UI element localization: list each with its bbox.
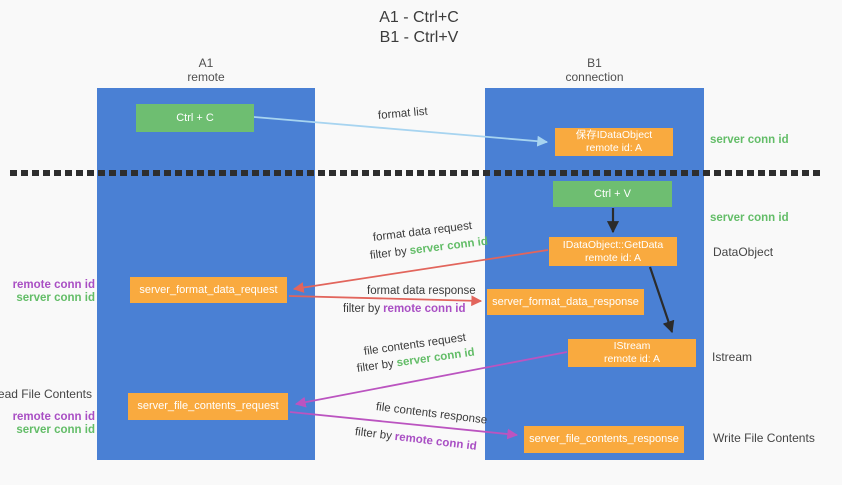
file-contents-response-label: file contents response xyxy=(375,401,488,427)
ctrl-v-box: Ctrl + V xyxy=(553,181,672,207)
left-label-remote-conn-id-1: remote conn id xyxy=(12,279,95,291)
server-format-data-request-label: server_format_data_request xyxy=(139,283,278,296)
server-file-contents-response-box: server_file_contents_response xyxy=(524,426,684,453)
getdata-line2: remote id: A xyxy=(584,251,642,264)
remote-conn-id-text-2: remote conn id xyxy=(394,430,478,453)
save-idataobject-line1: 保存IDataObject xyxy=(575,129,653,141)
ctrl-v-label: Ctrl + V xyxy=(594,187,631,200)
format-data-response-label: format data response xyxy=(367,285,476,297)
right-label-dataobject: DataObject xyxy=(713,245,774,259)
left-label-server-conn-id-2: server conn id xyxy=(16,424,95,436)
server-format-data-response-box: server_format_data_response xyxy=(487,289,644,315)
left-label-read-file-contents: Read File Contents xyxy=(0,387,92,401)
left-label-remote-conn-id-2: remote conn id xyxy=(12,411,95,423)
filter-by-text-1: filter by xyxy=(369,245,408,262)
save-idataobject-box: 保存IDataObject remote id: A xyxy=(555,128,673,156)
ctrl-c-label: Ctrl + C xyxy=(176,111,214,124)
istream-box: IStream remote id: A xyxy=(568,339,696,367)
getdata-line1: IDataObject::GetData xyxy=(562,238,664,251)
getdata-box: IDataObject::GetData remote id: A xyxy=(549,237,677,266)
diagram-title: A1 - Ctrl+C B1 - Ctrl+V xyxy=(319,8,519,48)
server-file-contents-request-label: server_file_contents_request xyxy=(137,400,279,412)
title-line-1: A1 - Ctrl+C xyxy=(379,9,459,26)
right-label-write-file-contents: Write File Contents xyxy=(713,431,815,445)
server-file-contents-request-box: server_file_contents_request xyxy=(128,393,288,420)
istream-line1: IStream xyxy=(613,340,651,352)
column-header-b1: B1 connection xyxy=(485,56,704,84)
b1-name: B1 xyxy=(587,56,602,70)
save-idataobject-line2: remote id: A xyxy=(585,142,643,154)
title-line-2: B1 - Ctrl+V xyxy=(379,29,459,46)
remote-conn-id-text-1: remote conn id xyxy=(383,303,466,315)
server-format-data-request-box: server_format_data_request xyxy=(130,277,287,303)
right-label-server-conn-id-2: server conn id xyxy=(710,212,789,224)
b1-subtitle: connection xyxy=(565,70,624,84)
right-label-istream: Istream xyxy=(712,350,753,364)
dotted-divider xyxy=(10,170,824,176)
format-list-label: format list xyxy=(377,105,429,122)
filter-by-text-2: filter by xyxy=(343,303,381,315)
ctrl-c-box: Ctrl + C xyxy=(136,104,254,132)
right-label-server-conn-id-1: server conn id xyxy=(710,134,789,146)
server-format-data-response-label: server_format_data_response xyxy=(492,295,639,308)
a1-subtitle: remote xyxy=(187,70,225,84)
filter-by-text-4: filter by xyxy=(354,426,393,443)
filter-by-text-3: filter by xyxy=(356,357,395,375)
column-header-a1: A1 remote xyxy=(97,56,315,84)
server-file-contents-response-label: server_file_contents_response xyxy=(529,433,679,445)
istream-line2: remote id: A xyxy=(603,353,661,365)
server-conn-id-text-1: server conn id xyxy=(409,235,489,258)
left-label-server-conn-id-1: server conn id xyxy=(16,292,95,304)
a1-name: A1 xyxy=(198,56,214,70)
